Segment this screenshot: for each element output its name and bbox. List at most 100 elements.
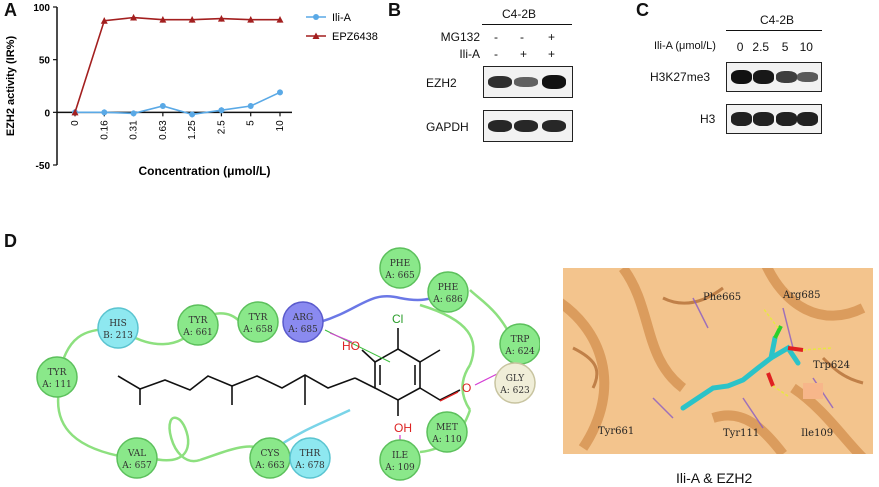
- residue-node: THR A: 678: [289, 437, 331, 479]
- treatment-sign: +: [548, 47, 556, 61]
- residue-chain: A: 109: [384, 463, 415, 473]
- series-line: [75, 91, 281, 116]
- data-point: [159, 16, 167, 23]
- blot-band: [488, 119, 512, 133]
- residue-chain: A: 110: [431, 435, 462, 445]
- blot-band: [796, 112, 818, 126]
- residue-node: PHE A: 686: [427, 271, 469, 313]
- panel-letter-b: B: [388, 0, 401, 20]
- data-point: [159, 103, 166, 110]
- panel-letter-a: A: [4, 0, 17, 20]
- residue-name: VAL: [127, 449, 146, 459]
- x-tick-label: 5: [246, 120, 257, 126]
- residue-chain: B: 213: [103, 331, 133, 341]
- hbond-arrow-arg: [329, 332, 353, 343]
- structure-residue-label: Phe665: [703, 292, 742, 303]
- data-point: [101, 109, 108, 116]
- residue-circle: [237, 301, 279, 343]
- data-point: [130, 110, 137, 117]
- residue-circle: [36, 356, 78, 398]
- data-point: [277, 89, 283, 96]
- residue-name: TRP: [511, 335, 530, 345]
- residue-circle: [427, 271, 469, 313]
- blot-strip: [726, 104, 822, 134]
- blot-row-label: H3K27me3: [650, 70, 711, 84]
- residue-name: PHE: [390, 259, 410, 269]
- blot-row-label: GAPDH: [426, 120, 469, 134]
- residue-chain: A: 678: [294, 461, 325, 471]
- blot-strip: [483, 66, 573, 98]
- legend-label: Ili-A: [332, 12, 352, 24]
- residue-name: MET: [436, 423, 458, 433]
- blot-band: [752, 70, 774, 84]
- blot-row-label: H3: [700, 112, 716, 126]
- treatment-sign: -: [494, 30, 498, 44]
- blot-strip: [726, 62, 822, 92]
- series-line: [74, 16, 280, 113]
- residue-circle: [379, 439, 421, 481]
- residue-chain: A: 686: [432, 295, 463, 305]
- residue-chain: A: 685: [287, 325, 318, 335]
- data-point: [276, 16, 284, 23]
- blot-band: [730, 70, 752, 84]
- residue-name: ILE: [392, 451, 408, 461]
- y-axis-label: EZH2 activity (IR%): [5, 36, 17, 137]
- data-point: [217, 15, 225, 22]
- data-point: [130, 14, 138, 21]
- blot-band: [752, 112, 774, 126]
- data-point: [189, 111, 196, 118]
- dose-label: 5: [781, 40, 789, 54]
- residue-chain: A: 663: [254, 461, 285, 471]
- residue-circle: [494, 362, 536, 404]
- x-tick-label: 0: [70, 120, 81, 126]
- residue-node: ILE A: 109: [379, 439, 421, 481]
- residue-name: CYS: [261, 449, 280, 459]
- residue-name: THR: [300, 449, 321, 459]
- blot-band: [542, 75, 566, 89]
- residue-name: PHE: [438, 283, 458, 293]
- structure-residue-label: Arg685: [783, 290, 821, 301]
- residue-circle: [289, 437, 331, 479]
- x-tick-label: 0.16: [99, 120, 110, 140]
- data-point: [188, 16, 196, 23]
- residue-name: TYR: [249, 313, 268, 323]
- cell-line-line-c: [726, 30, 822, 31]
- residue-circle: [379, 247, 421, 289]
- atom-ho: HO: [342, 339, 360, 353]
- treatment-sign: +: [548, 30, 556, 44]
- data-point: [100, 17, 108, 24]
- residue-name: HIS: [109, 319, 127, 329]
- residue-node: PHE A: 665: [379, 247, 421, 289]
- residue-chain: A: 665: [384, 271, 415, 281]
- residue-node: CYS A: 663: [249, 437, 291, 479]
- dose-label: 2.5: [752, 40, 770, 54]
- x-tick-label: 0.63: [158, 120, 169, 140]
- structure-caption: Ili-A & EZH2: [676, 470, 753, 486]
- legend-marker: [312, 32, 320, 39]
- x-tick-label: 1.25: [187, 120, 198, 140]
- legend-label: EPZ6438: [332, 31, 378, 43]
- carbonyl-bond: [439, 391, 459, 402]
- dose-label: 0: [736, 40, 744, 54]
- cell-line-label-c: C4-2B: [760, 13, 795, 27]
- residue-chain: A: 661: [182, 328, 213, 338]
- treatment-sign: -: [494, 47, 498, 61]
- y-tick-label: 50: [39, 56, 51, 67]
- blot-strip: [483, 110, 573, 142]
- y-tick-label: 0: [44, 108, 50, 119]
- blot-band: [796, 72, 818, 82]
- atom-cl: Cl: [392, 312, 403, 326]
- x-tick-label: 10: [275, 120, 286, 132]
- atom-o: O: [462, 381, 471, 395]
- residue-circle: [426, 411, 468, 453]
- legend-marker: [313, 14, 319, 20]
- x-tick-label: 2.5: [216, 120, 227, 134]
- x-tick-label: 0.31: [129, 120, 140, 140]
- blot-band: [775, 112, 797, 126]
- blot-band: [542, 119, 566, 133]
